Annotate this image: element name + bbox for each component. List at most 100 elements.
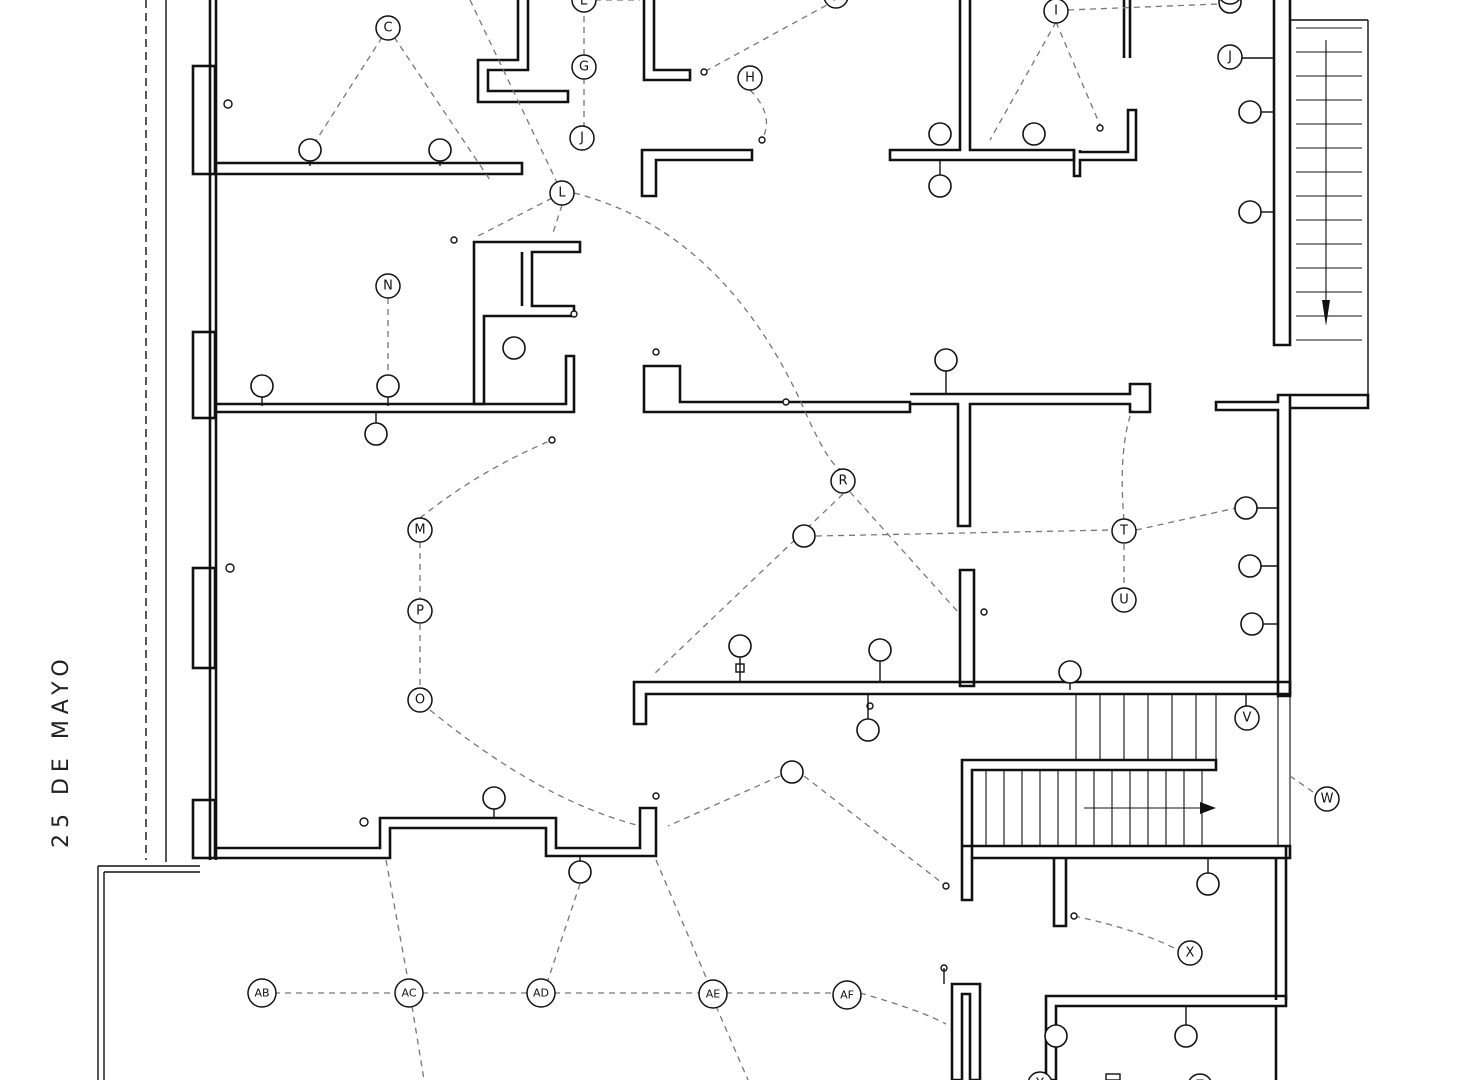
front-wall [191, 0, 218, 860]
circuit-tag-label: H [745, 71, 755, 86]
circuit-tag-label: AC [401, 987, 416, 1000]
light-fixture [250, 374, 274, 398]
switch-icon [223, 99, 233, 109]
switch-icon [652, 792, 660, 800]
switch-icon [980, 608, 988, 616]
light-fixture [1238, 100, 1262, 124]
circuit-tag: AB [247, 978, 277, 1008]
circuit-tag: X [1177, 940, 1203, 966]
circuit-tag: Z [1188, 1073, 1212, 1080]
light-fixture [868, 638, 892, 662]
light-fixture [1174, 1024, 1198, 1048]
circuit-tag: G [571, 54, 597, 80]
switch-icon [782, 398, 790, 406]
circuit-tag: W [1314, 786, 1340, 812]
circuit-tag: AF [832, 980, 862, 1010]
circuit-tag-label: N [383, 279, 393, 294]
circuit-tag: J [1217, 44, 1243, 70]
circuit-tag: H [737, 65, 763, 91]
interior-walls [216, 0, 1370, 1080]
circuit-tag-label: R [838, 474, 847, 489]
light-fixture [1044, 1024, 1068, 1048]
circuit-tag: U [1111, 587, 1137, 613]
light-fixture [482, 786, 506, 810]
light-fixture [1238, 554, 1262, 578]
stair-arrow-icon [1200, 802, 1216, 814]
circuit-tag-label: Y [1035, 1077, 1044, 1080]
switch-icon [225, 563, 235, 573]
light-fixtures [250, 0, 1264, 1048]
light-fixture [1196, 872, 1220, 896]
street-label: 25 DE MAYO [49, 653, 74, 848]
circuit-tag: K [1220, 0, 1240, 5]
light-fixture [928, 122, 952, 146]
switch-icon [942, 882, 950, 890]
switch-icon [1096, 124, 1104, 132]
circuit-tag-label: P [416, 604, 424, 619]
light-fixture [298, 138, 322, 162]
circuit-tag-label: AF [840, 989, 854, 1002]
circuit-tag-label: AE [706, 988, 721, 1001]
light-fixture [376, 374, 400, 398]
switch-icon [450, 236, 458, 244]
circuit-tag-label: J [1227, 50, 1232, 65]
circuit-tag-label: W [1321, 792, 1334, 807]
circuit-tag-label: T [1119, 524, 1128, 539]
light-fixture [792, 524, 816, 548]
circuit-tag-label: Z [1196, 1079, 1205, 1080]
light-fixture [364, 422, 388, 446]
switch-icon [548, 436, 556, 444]
circuit-tag: AE [698, 979, 728, 1009]
circuit-tag-label: U [1119, 593, 1129, 608]
switches [223, 57, 1278, 1080]
light-fixture [1058, 660, 1082, 684]
light-fixture [728, 634, 752, 658]
circuit-tag: I [1043, 0, 1069, 24]
street-facade [97, 0, 200, 1080]
circuit-tag-label: C [383, 21, 392, 36]
light-fixture [428, 138, 452, 162]
switch-icon [359, 817, 369, 827]
switch-icon [1070, 912, 1078, 920]
circuit-tag-label: X [1186, 946, 1195, 961]
light-fixture [780, 760, 804, 784]
circuit-tag-label: E [580, 0, 588, 9]
circuit-lines [274, 0, 1317, 1080]
circuit-tag: N [375, 273, 401, 299]
circuit-tag-label: K [1226, 0, 1235, 1]
light-fixture [568, 860, 592, 884]
switch-icon [758, 136, 766, 144]
circuit-tag-label: I [1054, 4, 1058, 19]
circuit-tag: O [407, 687, 433, 713]
circuit-tag-label: V [1243, 711, 1252, 726]
circuit-tag: Y [1027, 1071, 1053, 1080]
light-fixture [502, 336, 526, 360]
light-fixture [1022, 122, 1046, 146]
circuit-tag: M [407, 517, 433, 543]
circuit-tag-label: F [832, 0, 839, 5]
circuit-tag: L [549, 180, 575, 206]
circuit-tag: F [823, 0, 849, 9]
circuit-tag: C [375, 15, 401, 41]
staircase-lower [985, 694, 1291, 846]
light-fixture [1240, 612, 1264, 636]
circuit-tag-label: M [414, 523, 425, 538]
circuit-tag-label: J [579, 131, 584, 146]
light-fixture [1234, 496, 1258, 520]
switch-icon [652, 348, 660, 356]
circuit-tag: P [407, 598, 433, 624]
light-fixture [928, 174, 952, 198]
circuit-tag-label: G [579, 60, 589, 75]
switch-icon [570, 310, 578, 318]
circuit-tag: J [569, 125, 595, 151]
light-fixture [856, 718, 880, 742]
circuit-tag: AD [526, 978, 556, 1008]
light-fixture [1238, 200, 1262, 224]
circuit-tag: R [830, 468, 856, 494]
circuit-tag: E [571, 0, 597, 13]
light-fixture [934, 348, 958, 372]
staircase-right [1296, 27, 1362, 341]
circuit-tags: C E F G J H I J K L N M P O R T U V W X … [247, 0, 1340, 1080]
circuit-tag-label: O [415, 693, 425, 708]
